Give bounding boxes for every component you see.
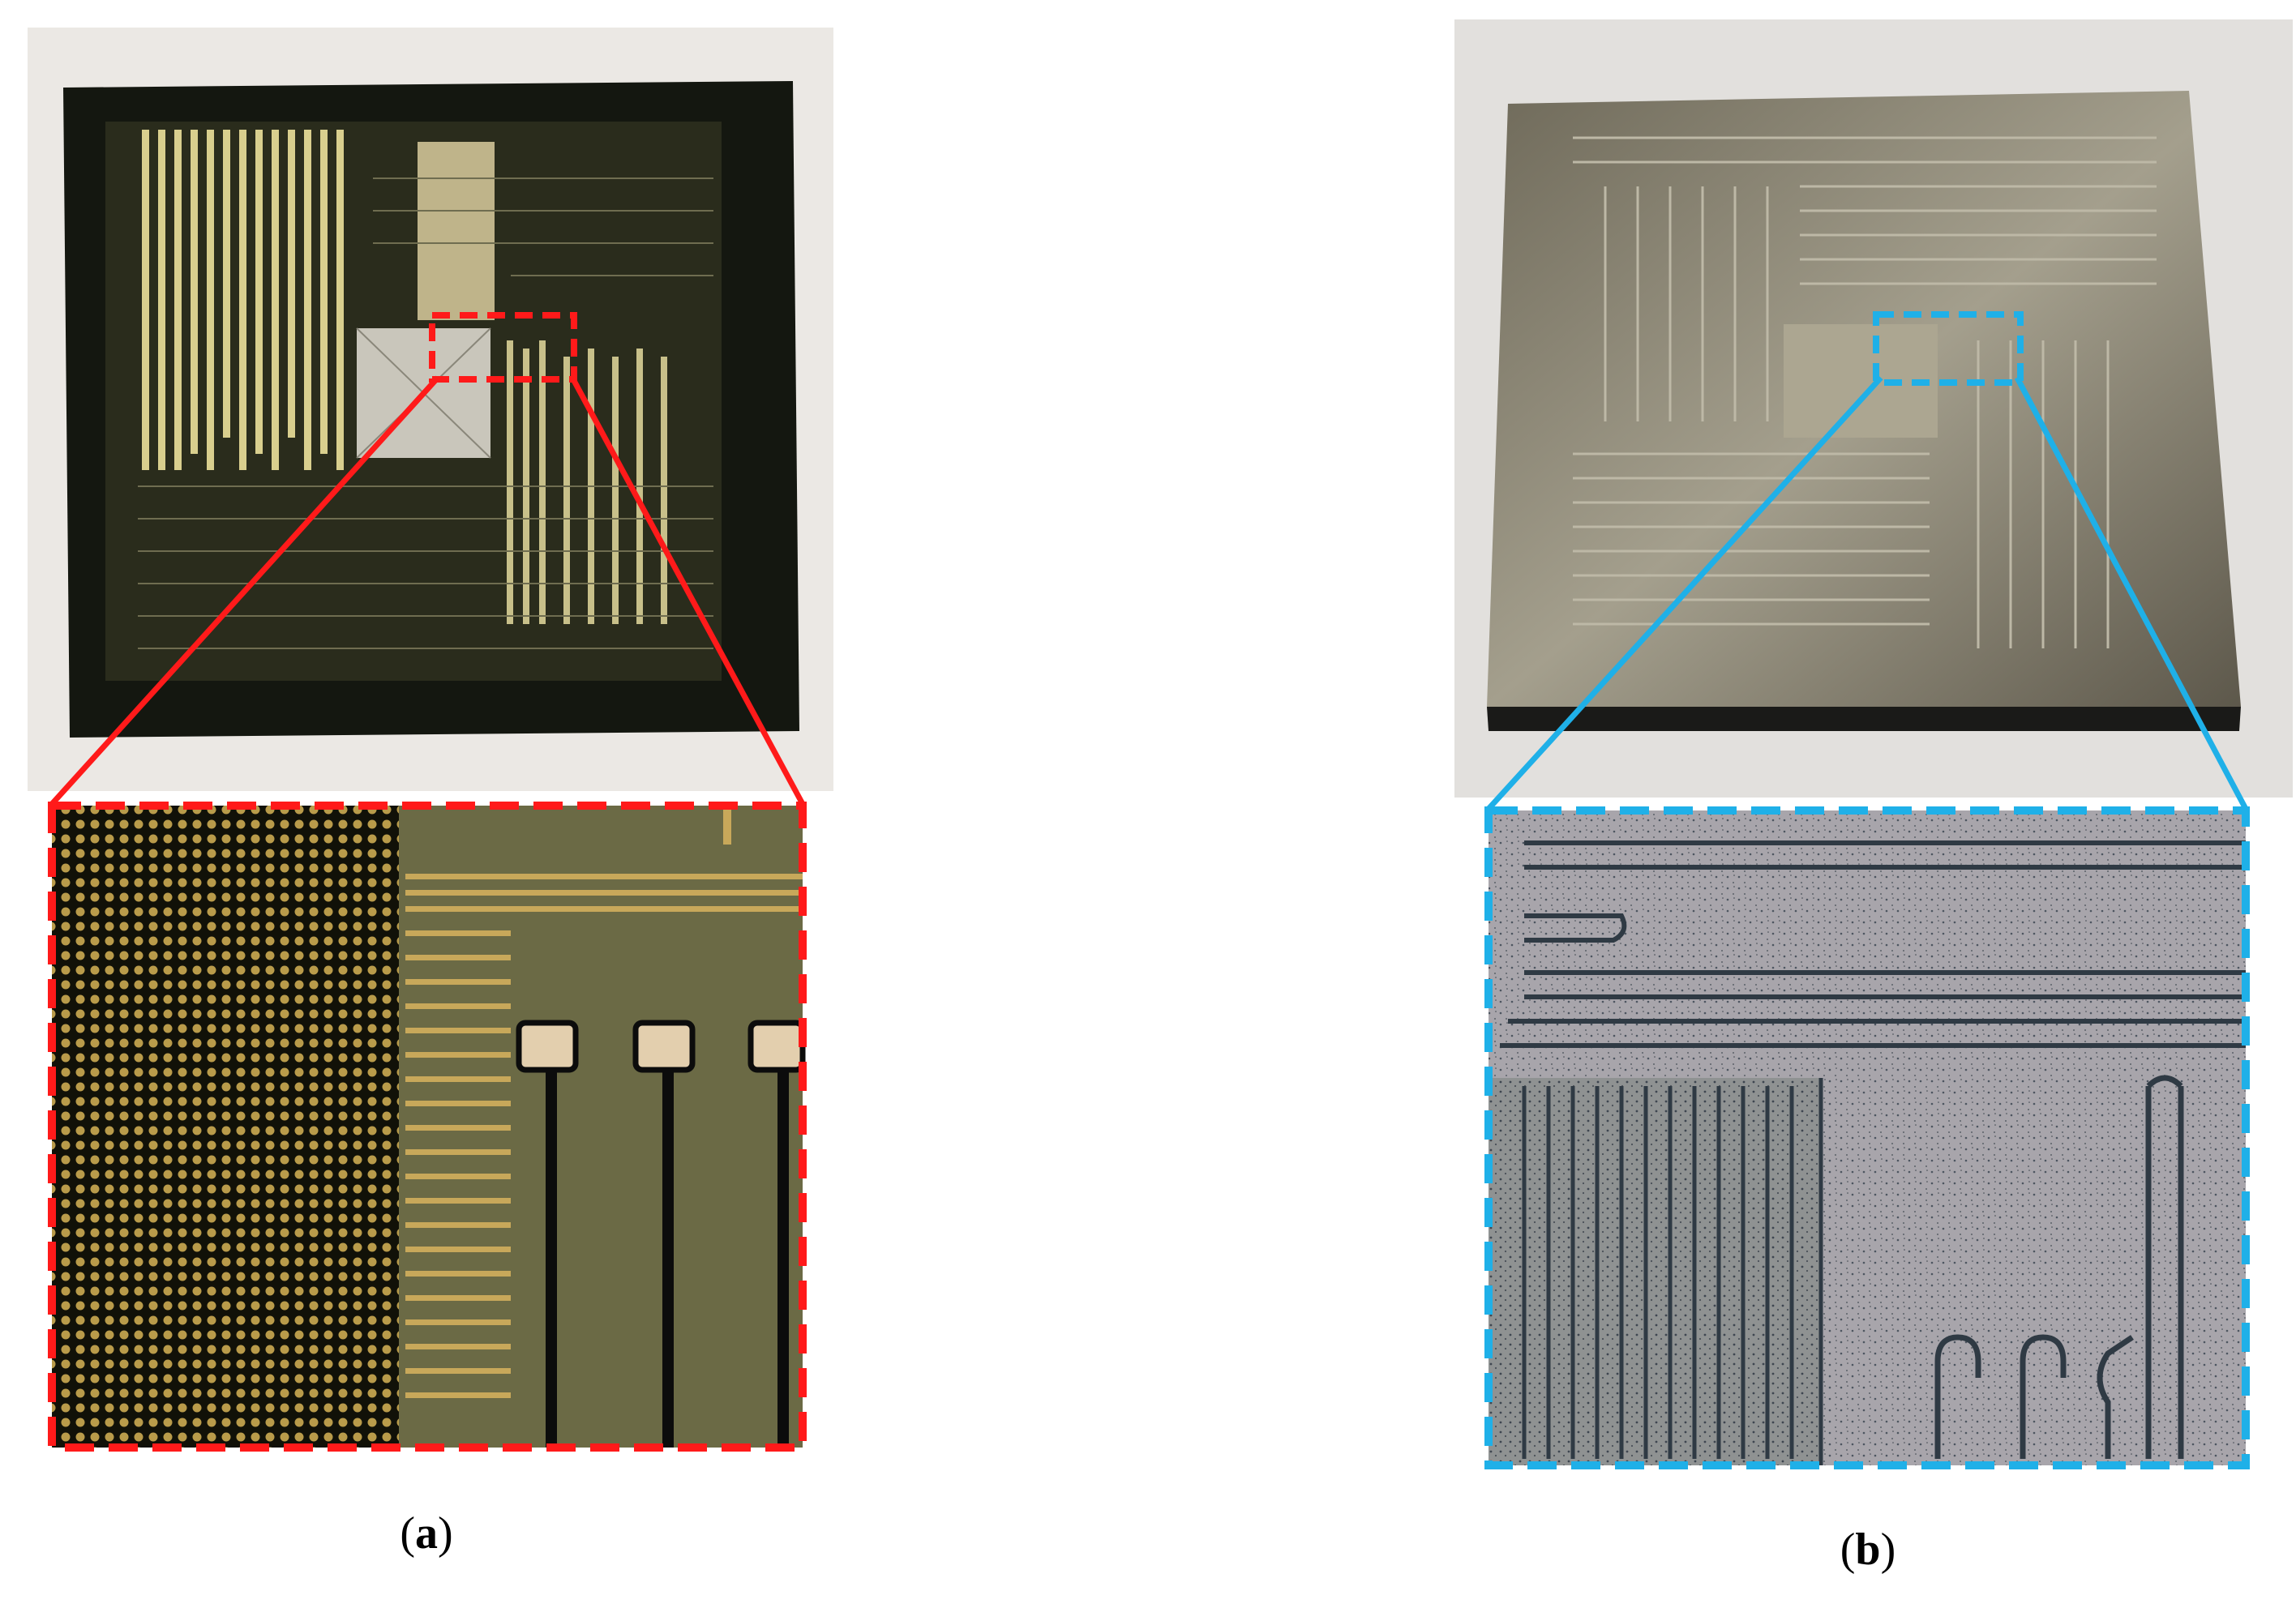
panel-a-caption-open: ( [400,1508,415,1559]
chip-a-traces-left [142,130,344,470]
zoom-b-connector-right [2014,376,2249,810]
zoom-b-connector-left [1486,375,1883,811]
panel-b-caption-close: ) [1880,1525,1896,1575]
panel-a-caption-close: ) [438,1508,453,1559]
panel-b-caption: (b) [1787,1524,1949,1576]
panel-b [1454,19,2293,1469]
panel-b-caption-letter: b [1855,1525,1881,1575]
chip-a-highlight-box [429,312,577,383]
zoom-b-inset [1484,806,2250,1469]
panel-b-caption-open: ( [1840,1525,1856,1575]
zoom-b-frame [1484,806,2250,1469]
zoom-a-inset [48,802,807,1452]
chip-b-highlight-box [1873,311,2024,386]
panel-a-caption: (a) [345,1508,508,1559]
zoom-a-frame [48,802,807,1452]
zoom-a-connector-left [49,375,440,806]
panel-a [28,28,833,1452]
panel-a-caption-letter: a [415,1508,438,1559]
zoom-a-connector-right [569,376,806,806]
